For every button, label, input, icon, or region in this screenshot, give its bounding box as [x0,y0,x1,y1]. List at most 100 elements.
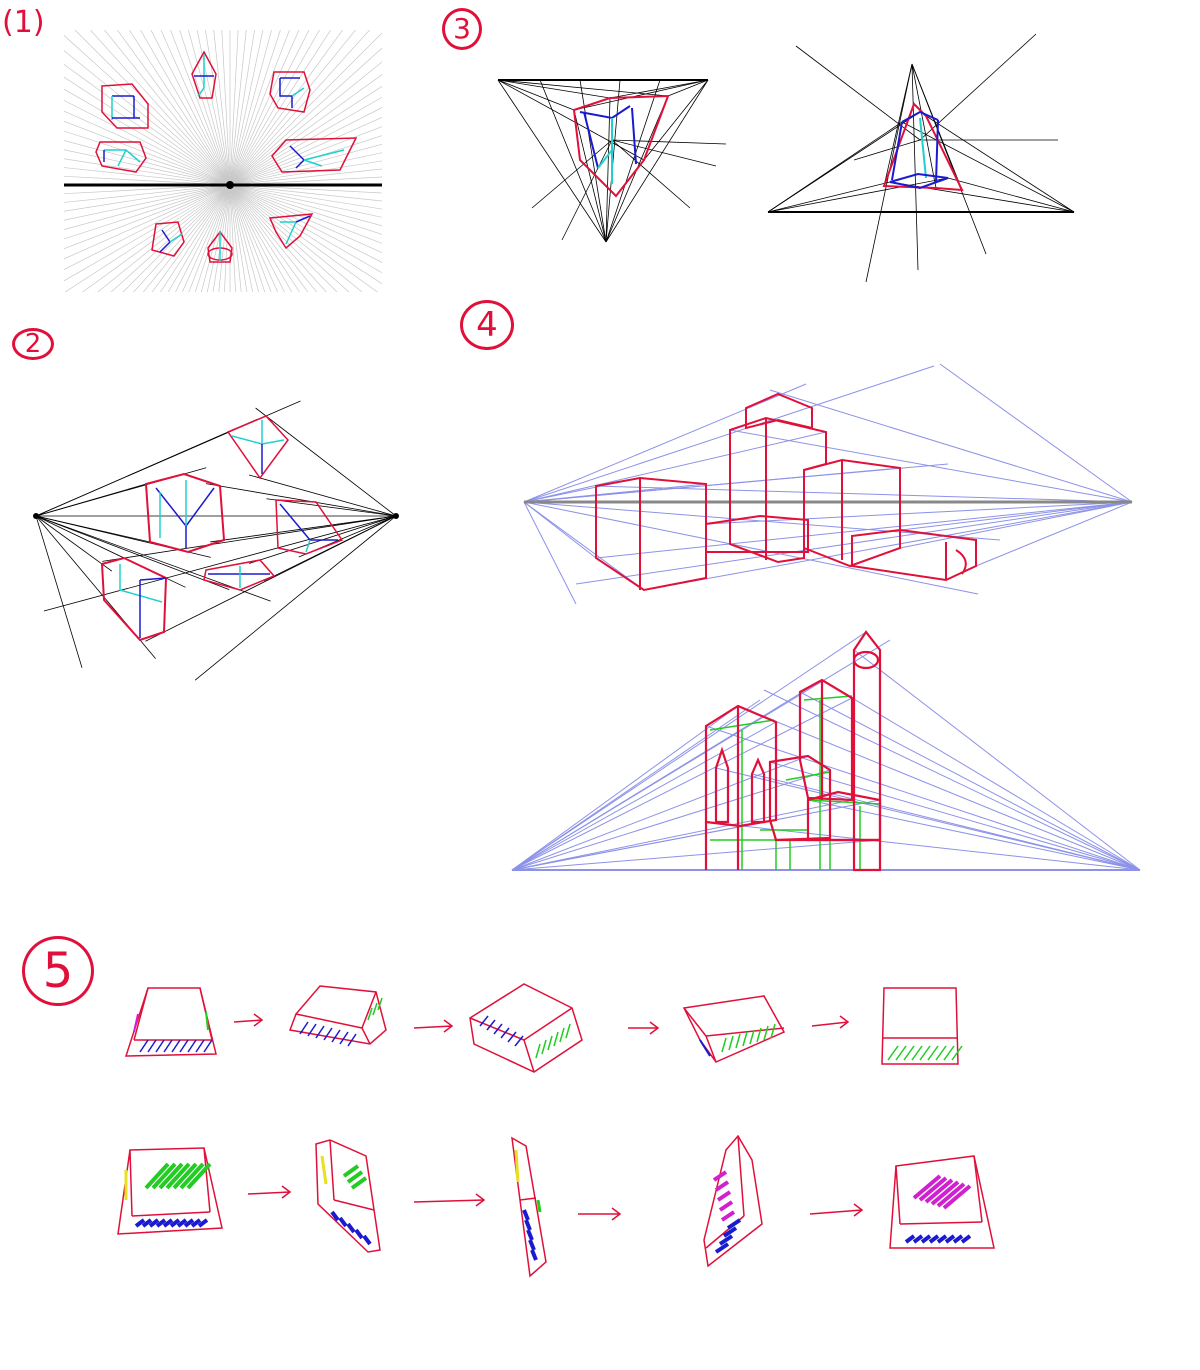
guide-line [64,76,231,186]
guide-line [64,184,231,195]
guide-line [229,176,382,186]
row2-box-2 [315,1139,381,1253]
guide-line [169,1218,181,1228]
section-2-panel [33,400,399,681]
guide-line [523,501,645,591]
guide-line [497,79,645,161]
guide-line [266,498,397,517]
guide-line [229,30,272,186]
guide-line [229,184,382,194]
guide-line [122,184,231,292]
guide-line [493,1023,503,1035]
guide-line [229,30,332,186]
guide-line [64,140,231,186]
guide-line [903,1045,915,1061]
guide-line [229,116,382,186]
guide-line [742,1031,748,1047]
guide-line [133,184,231,292]
guide-line [924,1178,954,1204]
guide-line [64,184,231,240]
arrow-1 [233,1013,264,1027]
guide-line [350,1176,368,1190]
section-1-panel [64,30,382,292]
guide-line [229,184,382,202]
guide-line [229,30,239,186]
guide-line [160,30,231,186]
guide-line [64,184,231,221]
guide-line [323,1027,333,1041]
guide-line [229,184,242,292]
row2-box-3 [511,1136,547,1278]
guide-line [507,1031,517,1043]
guide-line [140,30,231,186]
guide-line [64,184,231,203]
guide-line [229,30,371,186]
guide-line [497,79,607,243]
guide-line [196,30,231,186]
guide-line [229,184,382,235]
cone-bottom-center [207,230,233,263]
section-5-label: 5 [22,936,94,1006]
guide-line [229,184,272,292]
guide-line [64,184,231,230]
guide-line [511,705,739,871]
guide-line [936,1182,966,1208]
guide-line [530,1249,538,1261]
guide-line [74,30,231,186]
guide-line [229,30,247,186]
guide-line [151,1162,177,1190]
guide-line [150,30,231,186]
guide-line [188,30,231,186]
guide-line [722,1226,738,1238]
guide-line [64,175,231,186]
guide-line [224,184,231,292]
guide-line [511,799,853,871]
guide-line [951,1045,963,1061]
box-top-center [191,50,217,99]
guide-line [144,1162,170,1190]
guide-line [718,1234,734,1246]
guide-line [541,1039,547,1055]
box-bottom-left [151,221,185,257]
guide-line [920,1234,932,1244]
guide-line [194,184,231,292]
guide-line [523,501,979,595]
guide-line [35,515,83,668]
guide-line [705,501,1133,525]
guide-line [64,184,231,212]
guide-line [229,184,350,292]
guide-line [975,501,1133,567]
guide-line [511,769,831,871]
section-4-city-top [523,363,1133,605]
guide-line [763,1025,769,1041]
guide-line [912,1234,924,1244]
guide-line [134,1218,146,1228]
guide-line [712,1170,728,1182]
guide-line [339,1031,349,1045]
guide-line [229,30,310,186]
guide-line [573,79,709,111]
guide-line [187,1039,197,1053]
guide-line [160,184,231,292]
box-mid-right [271,137,358,173]
guide-line [197,1218,209,1228]
guide-line [64,35,231,186]
guide-line [116,30,231,186]
guide-line [64,158,231,186]
city-top-buildings [595,392,977,592]
radial-guide-lines [64,30,382,292]
guide-line [229,184,338,292]
guide-line [899,501,1133,549]
guide-line [911,63,937,189]
guide-line [148,1218,160,1228]
guide-line [523,383,807,503]
guide-line [229,30,344,186]
guide-line [229,96,382,186]
guide-line [511,839,881,871]
arrow-3 [628,1021,660,1035]
guide-line [799,691,1141,871]
section-5-row-2 [117,1134,995,1278]
guide-line [769,761,1141,871]
guide-line [751,773,1141,871]
